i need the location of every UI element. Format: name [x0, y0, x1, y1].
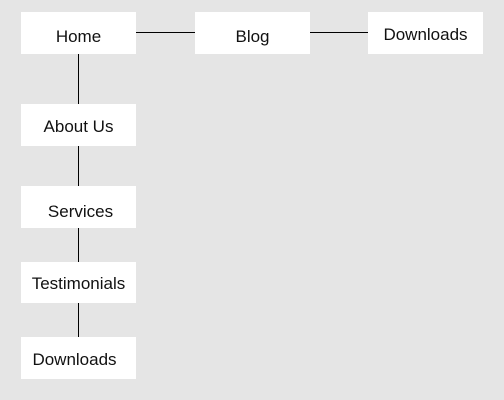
node-testimonials-label: Testimonials [31, 274, 126, 293]
node-about-us[interactable]: About Us [21, 104, 136, 146]
node-about-us-label: About Us [43, 116, 114, 136]
node-blog-label: Blog [235, 26, 270, 46]
node-downloads-top-label: Downloads [383, 24, 468, 44]
node-home-label: Home [55, 26, 102, 46]
node-testimonials[interactable]: Testimonials [21, 262, 136, 303]
node-services[interactable]: Services [21, 186, 136, 228]
node-downloads-bottom-label: Downloads [32, 349, 117, 369]
node-home[interactable]: Home [21, 12, 136, 54]
connector-testimonials-downloads [78, 303, 79, 337]
connector-blog-downloads [310, 32, 368, 33]
node-blog[interactable]: Blog [195, 12, 310, 54]
connector-services-testimonials [78, 228, 79, 262]
connector-home-blog [136, 32, 195, 33]
node-services-label: Services [47, 201, 114, 221]
connector-home-about [78, 54, 79, 104]
node-downloads-bottom[interactable]: Downloads [21, 337, 136, 379]
node-downloads-top[interactable]: Downloads [368, 12, 483, 54]
connector-about-services [78, 146, 79, 186]
